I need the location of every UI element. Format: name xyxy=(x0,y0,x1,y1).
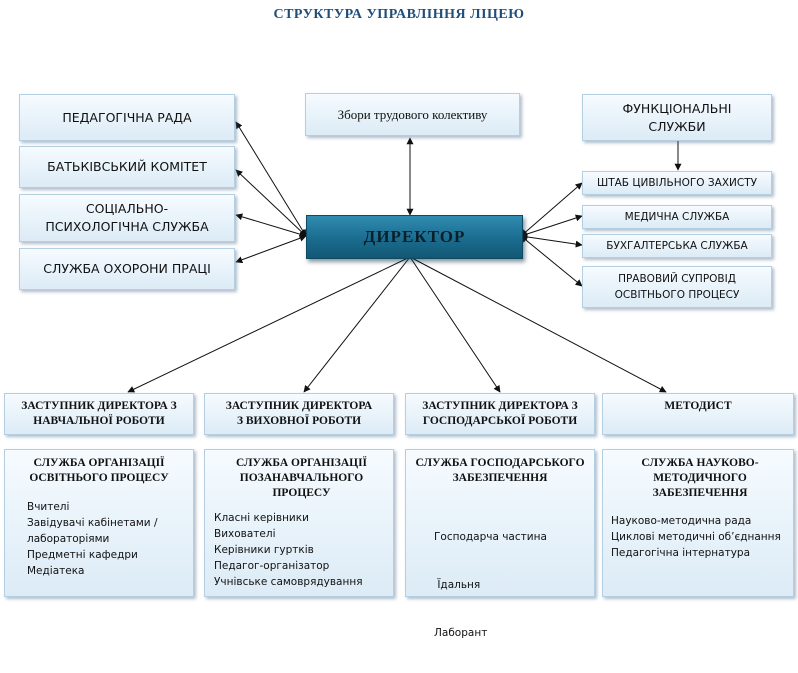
box-label: ПРАВОВИЙ СУПРОВІД ОСВІТНЬОГО ПРОЦЕСУ xyxy=(614,273,740,301)
box-label: БАТЬКІВСЬКИЙ КОМІТЕТ xyxy=(47,159,207,174)
director-box: ДИРЕКТОР xyxy=(306,215,523,259)
diagram-title: СТРУКТУРА УПРАВЛІННЯ ЛІЦЕЮ xyxy=(273,7,525,22)
box-label: МЕТОДИСТ xyxy=(664,400,732,412)
service-items: Господарча частина Їдальня Лаборант xyxy=(434,497,588,673)
box-label: ШТАБ ЦИВІЛЬНОГО ЗАХИСТУ xyxy=(596,177,758,189)
connector-lines xyxy=(127,121,682,393)
box-label: ПЕДАГОГІЧНА РАДА xyxy=(62,109,192,125)
service-title: СЛУЖБА ГОСПОДАРСЬКОГО ЗАБЕЗПЕЧЕННЯ xyxy=(415,457,585,484)
box-methodist: МЕТОДИСТ xyxy=(602,393,794,435)
box-deputy-education: ЗАСТУПНИК ДИРЕКТОРА З НАВЧАЛЬНОЇ РОБОТИ xyxy=(4,393,194,435)
arrow-dep4 xyxy=(409,256,667,393)
arrow-ohorona xyxy=(235,234,307,264)
box-label: ЗАСТУПНИК ДИРЕКТОРА З НАВЧАЛЬНОЇ РОБОТИ xyxy=(21,400,177,427)
box-civil-defense: ШТАБ ЦИВІЛЬНОГО ЗАХИСТУ xyxy=(582,171,772,195)
list-item: Педагог-організатор xyxy=(214,560,330,572)
arrow-pedrada xyxy=(235,121,307,237)
list-item: Господарча частина xyxy=(434,531,547,543)
box-accounting-service: БУХГАЛТЕРСЬКА СЛУЖБА xyxy=(582,234,772,258)
list-item: Керівники гуртків xyxy=(214,544,314,556)
box-parents-committee: БАТЬКІВСЬКИЙ КОМІТЕТ xyxy=(19,146,235,188)
arrow-socpsy xyxy=(235,213,307,238)
service-items: Вчителі Завідувачі кабінетами / лаборато… xyxy=(27,499,187,579)
box-label: СЛУЖБА ОХОРОНИ ПРАЦІ xyxy=(43,261,211,276)
list-item: лабораторіями xyxy=(27,533,110,545)
list-item: Лаборант xyxy=(434,627,488,639)
box-label: ФУНКЦІОНАЛЬНІ СЛУЖБИ xyxy=(622,100,732,134)
director-label: ДИРЕКТОР xyxy=(363,227,466,246)
box-social-psych-service: СОЦІАЛЬНО-ПСИХОЛОГІЧНА СЛУЖБА xyxy=(19,194,235,242)
box-label: ЗАСТУПНИК ДИРЕКТОРА З ВИХОВНОЇ РОБОТИ xyxy=(225,400,373,427)
list-item: Вчителі xyxy=(27,501,70,513)
list-item: Предметні кафедри xyxy=(27,549,138,561)
list-item: Завідувачі кабінетами / xyxy=(27,517,158,529)
box-staff-meeting: Збори трудового колективу xyxy=(305,93,520,136)
box-label: Збори трудового колективу xyxy=(337,106,488,122)
list-item: Медіатека xyxy=(27,565,85,577)
box-service-extracurricular: СЛУЖБА ОРГАНІЗАЦІЇ ПОЗАНАВЧАЛЬНОГО ПРОЦЕ… xyxy=(204,449,394,597)
list-item: Учнівське самоврядування xyxy=(214,576,363,588)
arrow-shtab xyxy=(520,182,583,237)
box-legal-support: ПРАВОВИЙ СУПРОВІД ОСВІТНЬОГО ПРОЦЕСУ xyxy=(582,266,772,308)
box-service-maintenance: СЛУЖБА ГОСПОДАРСЬКОГО ЗАБЕЗПЕЧЕННЯ Госпо… xyxy=(405,449,595,639)
service-title: СЛУЖБА НАУКОВО-МЕТОДИЧНОГО ЗАБЕЗПЕЧЕННЯ xyxy=(641,457,759,499)
arrow-dep1 xyxy=(127,256,411,393)
box-pedagogical-council: ПЕДАГОГІЧНА РАДА xyxy=(19,94,235,141)
service-title: СЛУЖБА ОРГАНІЗАЦІЇ ПОЗАНАВЧАЛЬНОГО ПРОЦЕ… xyxy=(235,457,368,499)
box-labor-protection: СЛУЖБА ОХОРОНИ ПРАЦІ xyxy=(19,248,235,290)
arrow-dep3 xyxy=(409,256,501,393)
box-label: МЕДИЧНА СЛУЖБА xyxy=(624,211,730,223)
list-item: Вихователі xyxy=(214,528,276,540)
box-deputy-maintenance: ЗАСТУПНИК ДИРЕКТОРА З ГОСПОДАРСЬКОЇ РОБО… xyxy=(405,393,595,435)
box-functional-services: ФУНКЦІОНАЛЬНІ СЛУЖБИ xyxy=(582,94,772,141)
box-service-methodical: СЛУЖБА НАУКОВО-МЕТОДИЧНОГО ЗАБЕЗПЕЧЕННЯ … xyxy=(602,449,794,597)
box-deputy-upbringing: ЗАСТУПНИК ДИРЕКТОРА З ВИХОВНОЇ РОБОТИ xyxy=(204,393,394,435)
box-label: СОЦІАЛЬНО-ПСИХОЛОГІЧНА СЛУЖБА xyxy=(45,201,209,234)
list-item: Науково-методична рада xyxy=(611,515,752,527)
list-item: Циклові методичні об’єднання xyxy=(611,531,781,543)
box-medical-service: МЕДИЧНА СЛУЖБА xyxy=(582,205,772,229)
list-item: Їдальня xyxy=(434,579,481,591)
arrow-medic xyxy=(520,214,583,238)
arrow-dep2 xyxy=(303,256,411,393)
box-service-education: СЛУЖБА ОРГАНІЗАЦІЇ ОСВІТНЬОГО ПРОЦЕСУ Вч… xyxy=(4,449,194,597)
box-label: БУХГАЛТЕРСЬКА СЛУЖБА xyxy=(606,240,748,252)
service-title: СЛУЖБА ОРГАНІЗАЦІЇ ОСВІТНЬОГО ПРОЦЕСУ xyxy=(29,457,169,484)
list-item: Класні керівники xyxy=(214,512,309,524)
box-label: ЗАСТУПНИК ДИРЕКТОРА З ГОСПОДАРСЬКОЇ РОБО… xyxy=(422,400,578,427)
list-item: Педагогічна інтернатура xyxy=(611,547,751,559)
arrow-pravo xyxy=(520,235,583,287)
service-items: Класні керівники Вихователі Керівники гу… xyxy=(214,510,389,590)
service-items: Науково-методична рада Циклові методичні… xyxy=(611,513,789,561)
